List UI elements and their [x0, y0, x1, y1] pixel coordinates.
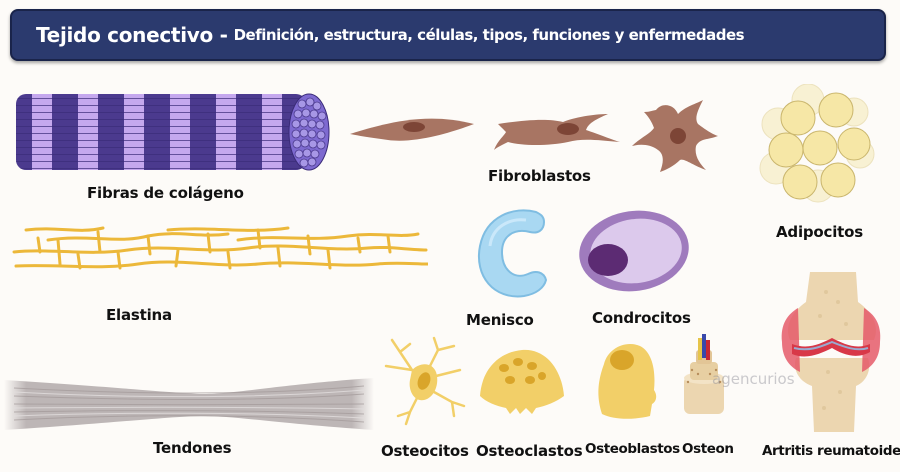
adipocyte-illustration [759, 84, 875, 203]
label-fibroblasts: Fibroblastos [488, 167, 591, 185]
osteoclast-illustration [480, 349, 564, 414]
chondrocyte-illustration [579, 210, 689, 292]
label-tendons: Tendones [153, 439, 232, 457]
rheumatoid-arthritis-joint-illustration [781, 272, 881, 432]
meniscus-illustration [477, 209, 548, 298]
label-elastin: Elastina [106, 306, 172, 324]
label-osteocytes: Osteocitos [381, 442, 469, 460]
label-osteoblasts: Osteoblastos [585, 441, 680, 457]
osteocyte-illustration [384, 336, 466, 426]
label-adipocytes: Adipocitos [776, 223, 863, 241]
osteon-illustration [684, 334, 724, 414]
label-chondrocytes: Condrocitos [592, 309, 691, 327]
label-osteon: Osteon [682, 441, 734, 457]
label-collagen: Fibras de colágeno [87, 184, 244, 202]
label-osteoclasts: Osteoclastos [476, 442, 583, 460]
tendon-illustration [4, 378, 374, 430]
osteoblast-illustration [598, 344, 657, 419]
collagen-fiber-illustration [16, 93, 330, 171]
watermark: agencurios [712, 370, 795, 388]
fibroblast-illustration [350, 100, 718, 172]
title-subtitle: Definición, estructura, células, tipos, … [233, 26, 745, 44]
label-rheumatoid-arthritis: Artritis reumatoide [762, 443, 900, 459]
elastin-illustration [12, 226, 428, 270]
label-meniscus: Menisco [466, 311, 534, 329]
title-main: Tejido conectivo - [36, 23, 228, 47]
title-banner: Tejido conectivo - Definición, estructur… [10, 9, 886, 61]
